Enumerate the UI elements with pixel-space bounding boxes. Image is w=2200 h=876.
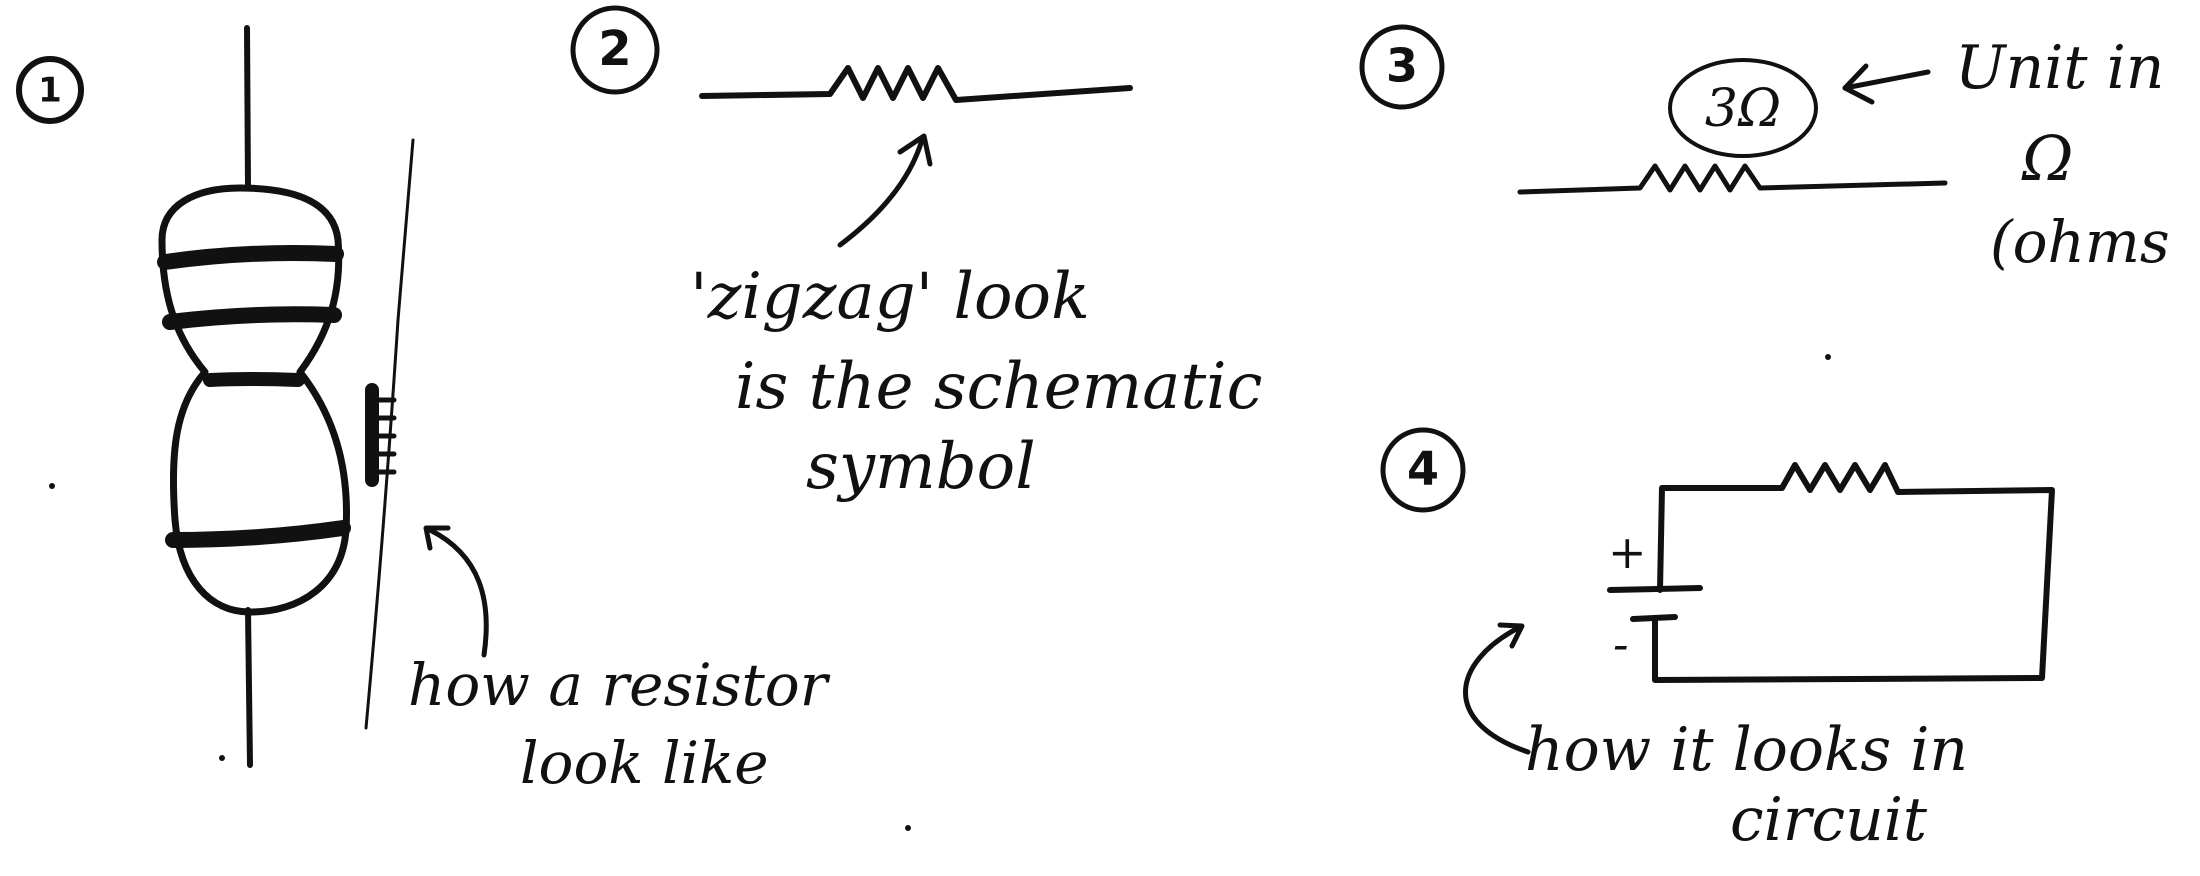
- unit-symbol: Ω: [2021, 122, 2073, 195]
- panel-1-caption-line2: look like: [520, 729, 769, 797]
- panel-2: 2 'zigzag' look is the schematic symbol: [570, 5, 1262, 504]
- resistor-band-4: [165, 520, 351, 548]
- battery-minus: -: [1613, 617, 1629, 671]
- panel-1-caption-line1: how a resistor: [408, 651, 831, 719]
- unit-arrowhead: [1842, 63, 1875, 105]
- panel-2-line2: is the schematic: [735, 350, 1262, 424]
- stray-dot: [1825, 354, 1831, 360]
- panel-3-number: 3: [1386, 39, 1418, 93]
- panel-2-line3: symbol: [806, 430, 1036, 504]
- resistor-band-3: [203, 372, 305, 387]
- panel-4-number-circle: [1380, 427, 1466, 513]
- schematic-resistor-with-value: [1517, 163, 1948, 195]
- resistor-top-lead: [244, 25, 251, 191]
- stray-dot: [905, 825, 911, 831]
- panel-1-number-circle: [16, 56, 84, 124]
- panel-4-caption-line2: circuit: [1730, 785, 1928, 855]
- value-circle: [1668, 58, 1818, 158]
- resistor-band-2: [162, 306, 342, 330]
- stray-dot: [219, 755, 225, 761]
- panel-1: 1 how a resistor look like: [16, 25, 831, 797]
- unit-name: (ohms: [1990, 208, 2170, 276]
- panel-1-number: 1: [38, 71, 62, 111]
- resistor-body: [158, 184, 350, 616]
- panel-2-number: 2: [598, 21, 631, 77]
- battery-short-plate: [1630, 614, 1678, 622]
- stray-dot: [49, 483, 55, 489]
- panel-3: 3 3Ω Unit in Ω (ohms: [1359, 24, 2170, 276]
- panel-2-arrow: [837, 137, 925, 248]
- panel-1-arrow: [427, 527, 489, 658]
- unit-arrow: [1842, 69, 1931, 91]
- panel-4-arrow: [1463, 624, 1531, 755]
- size-scale-ticks: [369, 397, 397, 475]
- panel-2-arrowhead: [897, 133, 933, 167]
- panel-4-arrowhead: [1497, 622, 1525, 649]
- resistor-band-1: [157, 245, 344, 270]
- panel-3-number-circle: [1359, 24, 1445, 110]
- panel-4-number: 4: [1407, 442, 1439, 496]
- stray-dots: [49, 354, 1831, 831]
- size-scale-line: [364, 138, 415, 730]
- battery-long-plate: [1607, 585, 1703, 593]
- panel-1-arrowhead: [423, 525, 451, 551]
- panel-2-line1: 'zigzag' look: [690, 260, 1090, 334]
- panel-4: 4 + - how it looks in circuit: [1380, 427, 2055, 855]
- schematic-resistor-symbol: [699, 65, 1133, 103]
- resistor-bottom-lead: [245, 607, 253, 768]
- battery-plus: +: [1608, 525, 1647, 579]
- panel-2-number-circle: [570, 5, 660, 95]
- circuit-loop: [1652, 462, 2055, 683]
- panel-4-caption-line1: how it looks in: [1525, 715, 1968, 785]
- unit-label: Unit in: [1955, 33, 2164, 103]
- resistance-value: 3Ω: [1705, 79, 1781, 139]
